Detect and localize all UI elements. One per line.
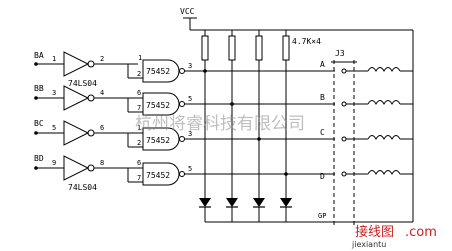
pin-ba-out: 2 xyxy=(100,55,104,63)
watermark-logo-url: jiexiantu xyxy=(351,240,386,249)
driver-a-gate xyxy=(142,59,180,83)
resistor-1 xyxy=(201,35,209,61)
phase-b-label: B xyxy=(320,93,325,102)
inverter-a-label: 74LS04 xyxy=(68,79,97,88)
resistor-4 xyxy=(282,35,290,61)
channel-c: BC 5 6 1 2 75452 3 C xyxy=(34,119,335,151)
inverter-d xyxy=(63,155,90,181)
diode-3 xyxy=(253,198,265,207)
driver-b-pin-out: 5 xyxy=(188,95,192,103)
watermark-logo: 接线图 .com jiexiantu xyxy=(351,224,437,249)
resistor-3 xyxy=(255,35,263,61)
pin-bb-out: 4 xyxy=(100,89,104,97)
resistor-2 xyxy=(228,35,236,61)
channel-a: BA 1 74LS04 2 1 2 75452 3 A xyxy=(34,51,335,88)
driver-a-pin-b: 2 xyxy=(137,70,141,78)
pin-bd-in: 9 xyxy=(52,159,56,167)
diode-1 xyxy=(199,198,211,207)
channel-d: BD 9 74LS04 8 6 7 75452 5 D xyxy=(34,154,335,192)
pullup-resistors: 4.7K×4 xyxy=(201,30,321,200)
driver-c-pin-b: 2 xyxy=(137,139,141,147)
vcc-supply: VCC xyxy=(180,7,413,31)
channel-b: BB 3 4 6 7 75452 5 B xyxy=(34,84,335,116)
inverter-c xyxy=(63,120,90,146)
resistor-value-label: 4.7K×4 xyxy=(292,37,321,46)
inverter-b xyxy=(63,85,90,111)
winding-b xyxy=(367,100,401,106)
driver-a-label: 75452 xyxy=(146,67,170,76)
inverter-d-label: 74LS04 xyxy=(68,183,97,192)
driver-b-label: 75452 xyxy=(146,101,170,110)
watermark-company: 杭州将睿科技有限公司 xyxy=(135,114,305,134)
clamp-diodes xyxy=(199,198,413,223)
gp-label: GP xyxy=(318,212,326,220)
pin-bd-out: 8 xyxy=(100,159,104,167)
driver-a-pin-out: 3 xyxy=(188,62,192,70)
phase-d-label: D xyxy=(320,172,325,181)
phase-a-label: A xyxy=(320,60,325,69)
input-label-ba: BA xyxy=(34,51,44,60)
winding-c xyxy=(367,135,401,141)
driver-b-gate xyxy=(142,92,180,116)
driver-c-label: 75452 xyxy=(146,136,170,145)
input-label-bc: BC xyxy=(34,119,44,128)
motor-windings xyxy=(346,30,414,222)
connector-j3: J3 GP xyxy=(318,49,357,228)
driver-d-label: 75452 xyxy=(146,171,170,180)
vcc-label: VCC xyxy=(180,7,195,16)
winding-d xyxy=(367,170,401,176)
driver-c-gate xyxy=(142,127,180,151)
diode-2 xyxy=(226,198,238,207)
watermark-logo-cn: 接线图 xyxy=(355,224,394,240)
watermark-logo-domain: .com xyxy=(405,225,437,240)
driver-c-pin-out: 3 xyxy=(188,130,192,138)
driver-a-pin-a: 1 xyxy=(138,54,142,62)
driver-d-pin-a: 6 xyxy=(137,159,141,167)
connector-label: J3 xyxy=(335,49,345,58)
driver-b-pin-b: 7 xyxy=(137,104,141,112)
pin-ba-in: 1 xyxy=(52,55,56,63)
driver-b-pin-a: 6 xyxy=(137,89,141,97)
driver-d-pin-out: 5 xyxy=(188,165,192,173)
phase-c-label: C xyxy=(320,128,325,137)
pin-bc-out: 6 xyxy=(100,124,104,132)
driver-d-gate xyxy=(142,162,180,186)
pin-bb-in: 3 xyxy=(52,89,56,97)
input-label-bd: BD xyxy=(34,154,44,163)
driver-c-pin-a: 1 xyxy=(137,124,141,132)
input-label-bb: BB xyxy=(34,84,44,93)
inverter-a xyxy=(63,51,90,77)
diode-4 xyxy=(280,198,292,207)
winding-a xyxy=(367,67,401,73)
driver-d-pin-b: 7 xyxy=(137,174,141,182)
pin-bc-in: 5 xyxy=(52,124,56,132)
